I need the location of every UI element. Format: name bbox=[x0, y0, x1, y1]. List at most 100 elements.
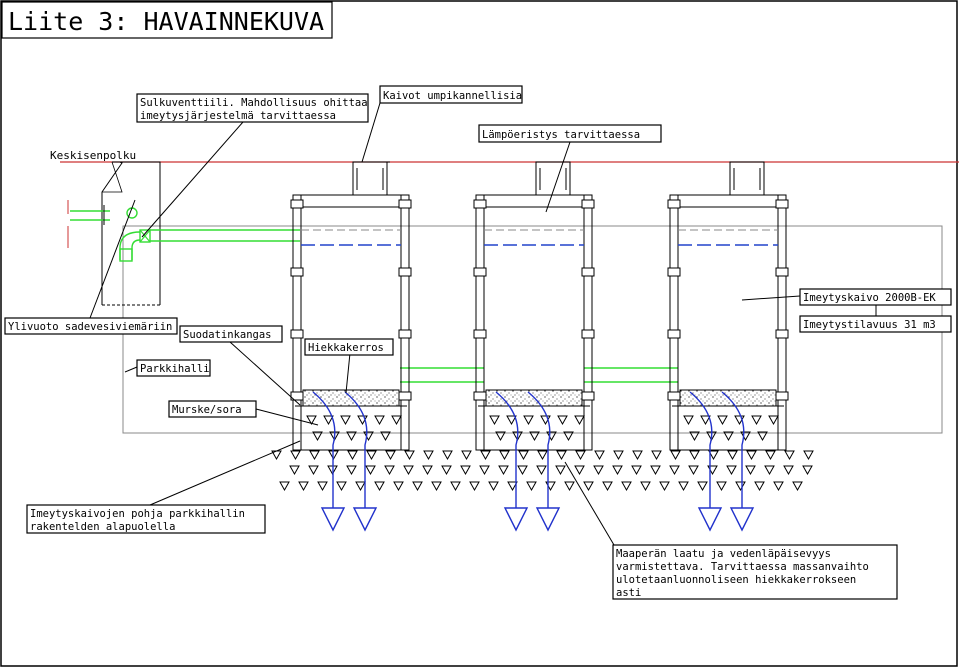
soil-mark bbox=[556, 450, 567, 461]
soil-mark bbox=[651, 450, 662, 461]
flow-line bbox=[689, 391, 713, 508]
soil-mark bbox=[745, 465, 756, 476]
flow-arrowhead bbox=[535, 507, 561, 532]
well-flange bbox=[667, 329, 681, 339]
flow-line bbox=[527, 391, 551, 508]
soil-mark bbox=[308, 465, 319, 476]
well-flange bbox=[667, 199, 681, 209]
soil-mark bbox=[594, 450, 605, 461]
well-flange bbox=[398, 267, 412, 277]
svg-text:Kaivot umpikannellisia: Kaivot umpikannellisia bbox=[383, 90, 522, 102]
soil-mark bbox=[708, 450, 719, 461]
soil-mark bbox=[289, 465, 300, 476]
svg-text:Hiekkakerros: Hiekkakerros bbox=[308, 342, 384, 354]
soil-mark bbox=[317, 481, 328, 492]
soil-mark bbox=[716, 481, 727, 492]
gravel-mark bbox=[574, 415, 585, 426]
flow-arrowhead bbox=[352, 507, 378, 532]
soil-mark bbox=[678, 481, 689, 492]
gravel-mark bbox=[374, 415, 385, 426]
infiltration-flow-arrows bbox=[312, 391, 755, 532]
soil-mark bbox=[365, 465, 376, 476]
flow-line bbox=[344, 391, 368, 508]
soil-mark bbox=[279, 481, 290, 492]
callout-maaperan: Maaperän laatu ja vedenläpäisevyys varmi… bbox=[612, 544, 898, 600]
svg-text:Murske/sora: Murske/sora bbox=[172, 404, 242, 416]
infiltration-wells bbox=[290, 161, 789, 451]
soil-mark bbox=[309, 450, 320, 461]
well-flange bbox=[473, 329, 487, 339]
soil-mark bbox=[650, 465, 661, 476]
gravel-mark bbox=[391, 415, 402, 426]
well-flange bbox=[775, 199, 789, 209]
natural-soil-layer bbox=[271, 450, 814, 492]
gravel-mark bbox=[380, 431, 391, 442]
soil-mark bbox=[347, 450, 358, 461]
flow-line bbox=[312, 391, 336, 508]
well-flange bbox=[581, 329, 595, 339]
soil-mark bbox=[517, 465, 528, 476]
svg-text:Maaperän laatu ja vedenläpäise: Maaperän laatu ja vedenläpäisevyys bbox=[616, 548, 831, 560]
svg-text:Parkkihalli: Parkkihalli bbox=[140, 363, 210, 375]
gravel-mark bbox=[751, 415, 762, 426]
flow-arrowhead bbox=[320, 507, 346, 532]
svg-text:Imeytyskaivojen pohja parkkiha: Imeytyskaivojen pohja parkkihallin bbox=[30, 508, 245, 520]
flow-arrowhead bbox=[697, 507, 723, 532]
soil-mark bbox=[640, 481, 651, 492]
soil-mark bbox=[773, 481, 784, 492]
callout-lampoeristys: Lämpöeristys tarvittaessa bbox=[478, 124, 662, 143]
title-box bbox=[1, 1, 333, 39]
callout-murske: Murske/sora bbox=[168, 400, 257, 418]
svg-text:ulotetaanluonnoliseen hiekkake: ulotetaanluonnoliseen hiekkakerrokseen bbox=[616, 574, 856, 586]
soil-mark bbox=[659, 481, 670, 492]
well-wall-left bbox=[292, 194, 302, 451]
soil-mark bbox=[441, 465, 452, 476]
gravel-mark bbox=[523, 415, 534, 426]
soil-mark bbox=[735, 481, 746, 492]
soil-mark bbox=[689, 450, 700, 461]
gravel-mark bbox=[717, 415, 728, 426]
soil-mark bbox=[384, 465, 395, 476]
gravel-mark bbox=[495, 431, 506, 442]
soil-mark bbox=[783, 465, 794, 476]
soil-mark bbox=[536, 465, 547, 476]
svg-text:Ylivuoto sadevesiviemäriin: Ylivuoto sadevesiviemäriin bbox=[8, 321, 172, 333]
svg-text:Sulkuventtiili. Mahdollisuus o: Sulkuventtiili. Mahdollisuus ohittaa bbox=[140, 97, 368, 109]
soil-mark bbox=[518, 450, 529, 461]
well-wall-right bbox=[777, 194, 787, 451]
well-wall-left bbox=[669, 194, 679, 451]
soil-mark bbox=[404, 450, 415, 461]
soil-mark bbox=[431, 481, 442, 492]
svg-text:varmistettava. Tarvittaessa ma: varmistettava. Tarvittaessa massanvaihto bbox=[616, 561, 869, 573]
soil-mark bbox=[575, 450, 586, 461]
well-1 bbox=[290, 161, 412, 451]
well-flange bbox=[775, 267, 789, 277]
well-2 bbox=[473, 161, 595, 451]
soil-mark bbox=[355, 481, 366, 492]
well-flange bbox=[398, 199, 412, 209]
svg-text:Suodatinkangas: Suodatinkangas bbox=[183, 329, 272, 341]
soil-mark bbox=[802, 465, 813, 476]
well-flange bbox=[473, 199, 487, 209]
svg-text:rakentelden alapuolella: rakentelden alapuolella bbox=[30, 521, 175, 533]
soil-mark bbox=[792, 481, 803, 492]
well-flange bbox=[290, 267, 304, 277]
well-flange bbox=[581, 391, 595, 401]
soil-mark bbox=[765, 450, 776, 461]
soil-mark bbox=[593, 465, 604, 476]
soil-mark bbox=[460, 465, 471, 476]
gravel-mark bbox=[757, 431, 768, 442]
flow-arrowhead bbox=[729, 507, 755, 532]
svg-text:asti: asti bbox=[616, 587, 641, 599]
soil-mark bbox=[564, 481, 575, 492]
soil-mark bbox=[754, 481, 765, 492]
gravel-mark bbox=[529, 431, 540, 442]
well-flange bbox=[667, 391, 681, 401]
flow-line bbox=[721, 391, 745, 508]
soil-mark bbox=[621, 481, 632, 492]
soil-mark bbox=[613, 450, 624, 461]
soil-mark bbox=[688, 465, 699, 476]
soil-mark bbox=[670, 450, 681, 461]
callout-parkkihalli: Parkkihalli bbox=[136, 359, 211, 377]
